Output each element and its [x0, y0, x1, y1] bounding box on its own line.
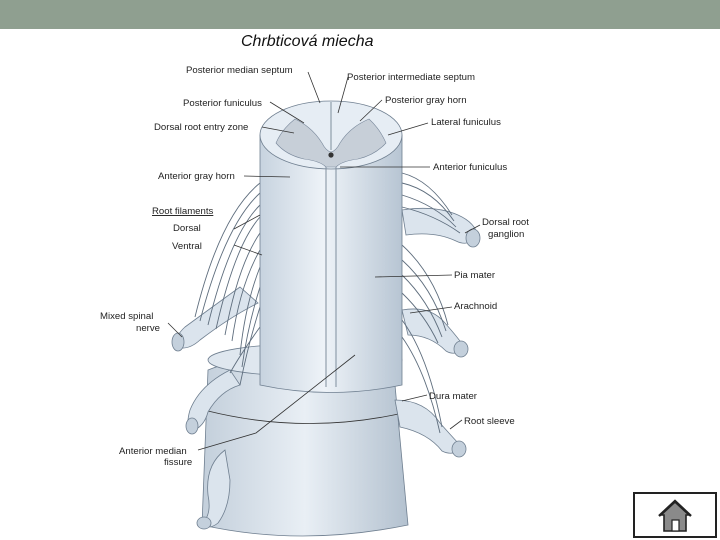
label-posterior-intermediate-septum: Posterior intermediate septum	[347, 72, 475, 83]
label-posterior-funiculus: Posterior funiculus	[183, 98, 262, 109]
label-dorsal: Dorsal	[173, 223, 201, 234]
label-mixed-spinal-nerve-1: Mixed spinal	[100, 311, 153, 322]
label-dura-mater: Dura mater	[429, 391, 478, 402]
spinal-cord-diagram: Posterior median septum Posterior interm…	[90, 55, 540, 540]
home-icon	[658, 498, 692, 534]
label-anterior-median-fissure-1: Anterior median	[119, 446, 187, 457]
label-root-sleeve: Root sleeve	[464, 416, 515, 427]
label-posterior-median-septum: Posterior median septum	[186, 65, 293, 76]
label-anterior-gray-horn: Anterior gray horn	[158, 171, 235, 182]
label-posterior-gray-horn: Posterior gray horn	[385, 95, 467, 106]
header-bar	[0, 0, 720, 29]
label-arachnoid: Arachnoid	[454, 301, 497, 312]
label-dorsal-root-ganglion-2: ganglion	[488, 229, 524, 240]
label-root-filaments: Root filaments	[152, 206, 214, 217]
label-pia-mater: Pia mater	[454, 270, 496, 281]
label-lateral-funiculus: Lateral funiculus	[431, 117, 501, 128]
label-anterior-median-fissure-2: fissure	[164, 457, 192, 468]
label-ventral: Ventral	[172, 241, 202, 252]
label-mixed-spinal-nerve-2: nerve	[136, 323, 160, 334]
slide-title: Chrbticová miecha	[241, 33, 374, 51]
label-dorsal-root-ganglion-1: Dorsal root	[482, 217, 529, 228]
label-anterior-funiculus: Anterior funiculus	[433, 162, 507, 173]
home-button[interactable]	[633, 492, 717, 538]
label-dorsal-root-entry-zone: Dorsal root entry zone	[154, 122, 248, 133]
spinal-cord	[260, 101, 402, 393]
